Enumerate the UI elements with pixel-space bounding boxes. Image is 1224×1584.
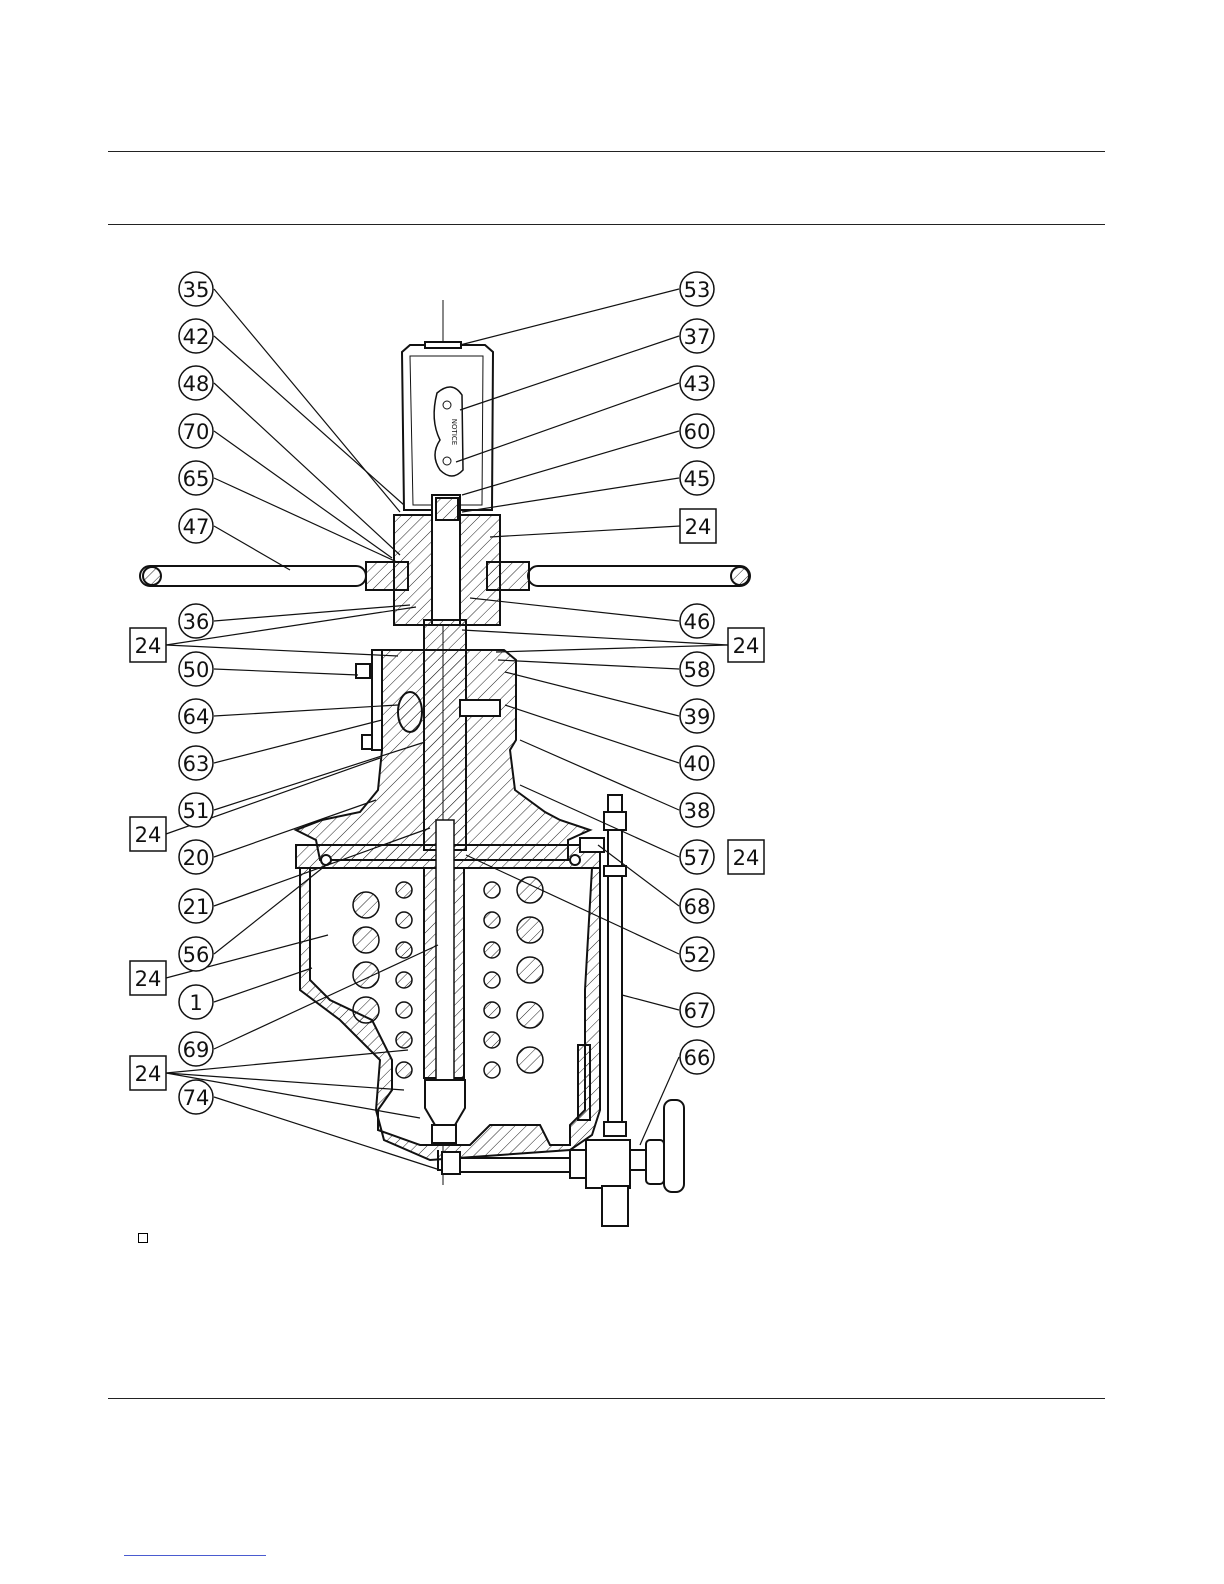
callout-label: 57 bbox=[684, 846, 711, 870]
leader-line bbox=[214, 862, 330, 954]
callout-label: 74 bbox=[183, 1086, 210, 1110]
callout-label: 37 bbox=[684, 325, 711, 349]
callout-label: 24 bbox=[135, 1062, 162, 1086]
callout-label: 24 bbox=[733, 846, 760, 870]
footer-link-underline[interactable] bbox=[124, 1555, 266, 1556]
callout-label: 56 bbox=[183, 943, 210, 967]
callout-label: 24 bbox=[685, 515, 712, 539]
callout-label: 52 bbox=[684, 943, 711, 967]
leader-line bbox=[505, 705, 679, 763]
callout-label: 45 bbox=[684, 467, 711, 491]
callout-label: 20 bbox=[183, 846, 210, 870]
callout-label: 48 bbox=[183, 372, 210, 396]
leader-line bbox=[490, 526, 680, 537]
labels-right: 53 37 43 60 45 24 46 24 58 39 40 38 57 24 68 52 67 66 bbox=[680, 272, 764, 1074]
leader-line bbox=[214, 289, 400, 512]
valve-tag-text: NOTICE bbox=[450, 419, 458, 445]
leader-line bbox=[214, 605, 410, 621]
callout-label: 58 bbox=[684, 658, 711, 682]
leader-line bbox=[462, 431, 679, 495]
leader-line bbox=[496, 645, 728, 652]
callout-label: 65 bbox=[183, 467, 210, 491]
leader-line bbox=[214, 336, 404, 505]
callout-label: 42 bbox=[183, 325, 210, 349]
legend-box bbox=[138, 1233, 148, 1243]
callout-label: 46 bbox=[684, 610, 711, 634]
callout-label: 43 bbox=[684, 372, 711, 396]
callout-label: 36 bbox=[183, 610, 210, 634]
callout-label: 64 bbox=[183, 705, 210, 729]
callout-label: 70 bbox=[183, 420, 210, 444]
leader-line bbox=[214, 526, 290, 570]
valve-body: NOTICE bbox=[140, 300, 750, 1226]
callout-label: 24 bbox=[135, 823, 162, 847]
leader-line bbox=[214, 669, 358, 675]
leader-line bbox=[214, 478, 397, 562]
callout-label: 38 bbox=[684, 799, 711, 823]
callout-label: 24 bbox=[135, 967, 162, 991]
callout-label: 21 bbox=[183, 895, 210, 919]
leader-line bbox=[214, 968, 312, 1002]
callout-label: 47 bbox=[183, 515, 210, 539]
leader-line bbox=[498, 660, 679, 669]
callout-label: 35 bbox=[183, 278, 210, 302]
callout-label: 40 bbox=[684, 752, 711, 776]
callout-label: 50 bbox=[183, 658, 210, 682]
callout-label: 60 bbox=[684, 420, 711, 444]
callout-label: 51 bbox=[183, 799, 210, 823]
leader-line bbox=[214, 431, 392, 558]
callout-label: 24 bbox=[733, 634, 760, 658]
leader-line bbox=[214, 705, 398, 716]
labels-left: 35 42 48 70 65 47 36 24 50 64 63 51 24 20 21 56 24 1 69 24 7… bbox=[130, 272, 213, 1114]
leader-line bbox=[214, 383, 400, 555]
leader-line bbox=[520, 740, 679, 810]
callout-label: 63 bbox=[183, 752, 210, 776]
leader-line bbox=[470, 598, 679, 621]
leader-line bbox=[622, 995, 679, 1010]
leader-line bbox=[460, 289, 679, 345]
leader-line bbox=[214, 1097, 440, 1170]
leader-line bbox=[462, 478, 679, 512]
callout-label: 1 bbox=[189, 991, 202, 1015]
leader-line bbox=[214, 720, 382, 763]
leader-line bbox=[466, 855, 679, 954]
callout-label: 53 bbox=[684, 278, 711, 302]
callout-label: 24 bbox=[135, 634, 162, 658]
callout-label: 69 bbox=[183, 1038, 210, 1062]
callout-label: 39 bbox=[684, 705, 711, 729]
leader-line bbox=[505, 672, 679, 716]
callout-label: 67 bbox=[684, 999, 711, 1023]
callout-label: 68 bbox=[684, 895, 711, 919]
callout-label: 66 bbox=[684, 1046, 711, 1070]
